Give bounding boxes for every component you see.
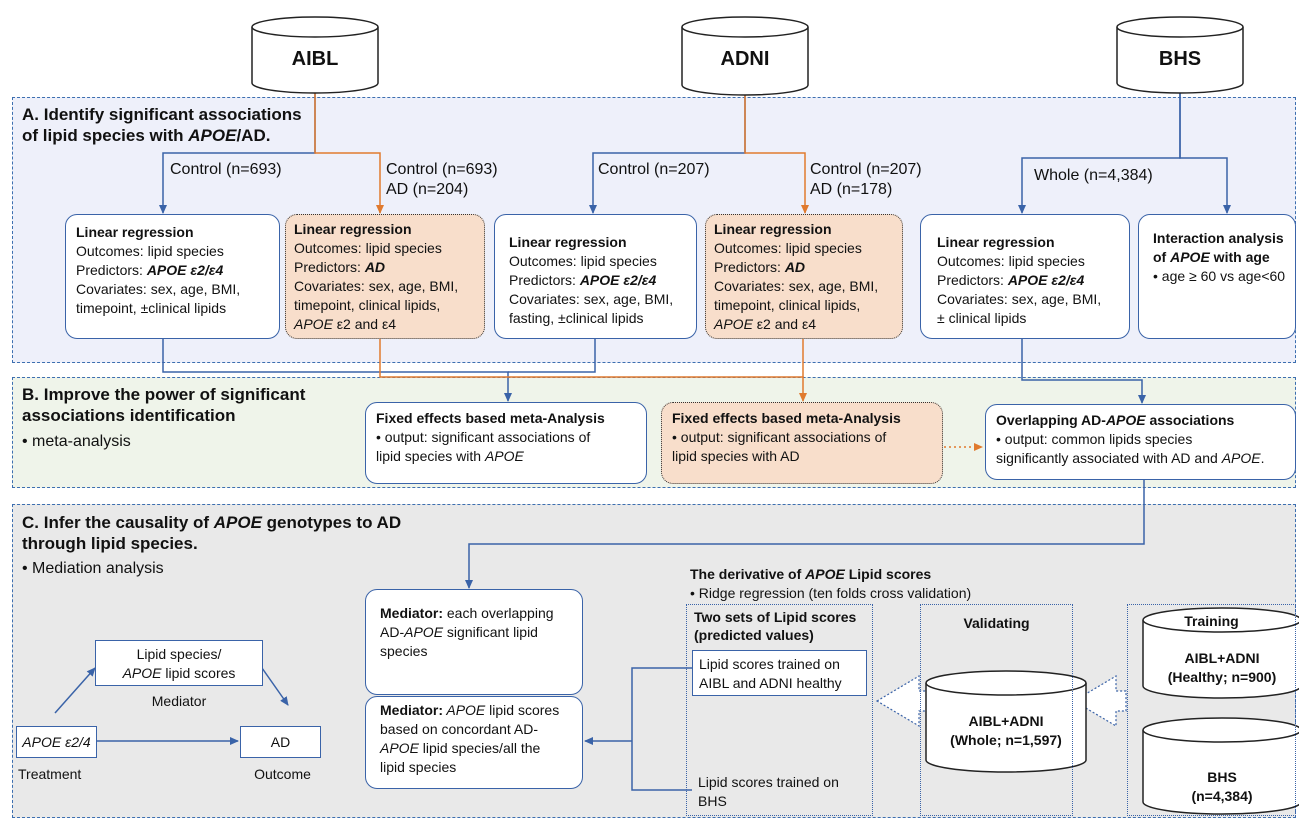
bhs-database-icon [1116,16,1244,94]
mediator-lipid-box: Lipid species/ APOE lipid scores [95,640,263,686]
lipid-scores-aibl-adni-box: Lipid scores trained on AIBL and ADNI he… [692,650,867,696]
regression-box-aibl-apoe: Linear regression Outcomes: lipid specie… [65,214,280,339]
meta-analysis-apoe-box: Fixed effects based meta-Analysis • outp… [365,402,647,484]
validating-database-icon [925,670,1087,773]
treatment-label: Treatment [18,766,82,782]
panel-b-bullet: • meta-analysis [22,433,131,450]
aibl-control-label: Control (n=693) [170,161,282,178]
training-database-icon-1 [1142,607,1299,699]
validating-db-label: AIBL+ADNI(Whole; n=1,597) [950,713,1062,748]
mediator-overlapping-box: Mediator: each overlapping AD-APOE signi… [365,589,583,695]
aibl-ad-label: Control (n=693)AD (n=204) [386,161,498,198]
training-database-icon-2 [1142,717,1299,815]
training-container [1127,604,1296,816]
aibl-label: AIBL [291,48,339,70]
adni-database-icon [681,16,809,96]
aibl-database-icon [251,16,379,94]
panel-c-title: C. Infer the causality of APOE genotypes… [22,513,402,553]
training-title: Training [1184,613,1239,629]
panel-c-bullet: • Mediation analysis [22,560,164,577]
regression-box-aibl-ad: Linear regression Outcomes: lipid specie… [285,214,485,339]
mediator-label: Mediator [151,693,207,709]
panel-a-title: A. Identify significant associations of … [22,105,302,145]
validating-container [920,604,1073,816]
interaction-analysis-box: Interaction analysis of APOE with age • … [1138,214,1296,339]
two-sets-title: Two sets of Lipid scores(predicted value… [694,609,857,643]
validating-title: Validating [963,615,1030,631]
outcome-label: Outcome [254,766,311,782]
bhs-label: BHS [1158,48,1202,70]
training-db1-label: AIBL+ADNI(Healthy; n=900) [1167,650,1277,685]
regression-box-bhs-apoe: Linear regression Outcomes: lipid specie… [920,214,1130,339]
lipid-scores-bhs-box: Lipid scores trained on BHS [698,774,839,809]
derivative-bullet: • Ridge regression (ten folds cross vali… [690,585,972,601]
treatment-box: APOE ε2/4 [16,726,97,758]
regression-box-adni-apoe: Linear regression Outcomes: lipid specie… [494,214,697,339]
overlapping-associations-box: Overlapping AD-APOE associations • outpu… [985,404,1296,480]
adni-ad-label: Control (n=207)AD (n=178) [810,161,922,198]
two-sets-container [686,604,873,816]
bhs-whole-label: Whole (n=4,384) [1034,167,1153,184]
derivative-title: The derivative of APOE Lipid scores [690,566,932,582]
mediator-lipid-scores-box: Mediator: APOE lipid scores based on con… [365,696,583,789]
adni-label: ADNI [720,48,770,70]
ad-outcome-box: AD [240,726,321,758]
regression-box-adni-ad: Linear regression Outcomes: lipid specie… [705,214,903,339]
adni-control-label: Control (n=207) [598,161,710,178]
training-db2-label: BHS(n=4,384) [1191,769,1253,804]
meta-analysis-ad-box: Fixed effects based meta-Analysis • outp… [661,402,943,484]
